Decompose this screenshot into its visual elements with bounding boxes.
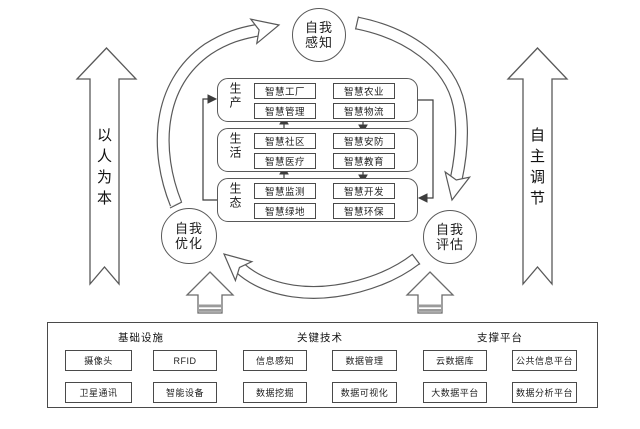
up-arrow-left [185,271,235,314]
section-title-support-platform: 支撑平台 [477,332,523,344]
up-arrow-right [405,271,455,314]
panel-box: RFID [153,350,217,371]
section-key-tech: 信息感知 数据管理 数据挖掘 数据可视化 [243,350,397,403]
node-label-line: 感知 [304,35,333,50]
left-banner-text: 以人为本 [95,127,112,211]
node-self-perception: 自我 感知 [292,8,346,62]
item-box: 智慧社区 [254,133,316,149]
item-box: 智慧绿地 [254,203,316,219]
panel-box: 数据挖掘 [243,382,307,403]
panel-box: 云数据库 [423,350,487,371]
group-label: 生态 [228,182,242,210]
item-box: 智慧物流 [333,103,395,119]
curved-arrow-optimize-to-perceive [156,18,281,209]
node-label-line: 自我 [304,19,333,35]
node-label-line: 自我 [174,220,203,236]
group-label: 生产 [228,82,242,110]
connector-left-loop [202,94,218,201]
panel-box: 数据管理 [332,350,397,371]
panel-box: 大数据平台 [423,382,487,403]
section-title-infrastructure: 基础设施 [118,332,164,344]
node-label-line: 自我 [435,221,464,237]
node-self-evaluation: 自我 评估 [423,210,477,264]
item-box: 智慧开发 [333,183,395,199]
item-box: 智慧工厂 [254,83,316,99]
item-box: 智慧安防 [333,133,395,149]
item-box: 智慧教育 [333,153,395,169]
section-title-key-tech: 关键技术 [297,332,343,344]
node-label-line: 优化 [174,236,203,251]
group-life: 生活 智慧社区 智慧安防 智慧医疗 智慧教育 [217,128,418,172]
panel-box: 卫星通讯 [65,382,132,403]
group-ecology: 生态 智慧监测 智慧开发 智慧绿地 智慧环保 [217,178,418,222]
section-support-platform: 云数据库 公共信息平台 大数据平台 数据分析平台 [423,350,577,403]
panel-box: 信息感知 [243,350,307,371]
curved-arrow-evaluate-to-optimize [222,253,421,299]
right-banner-arrow [506,47,569,286]
connector-right-loop [417,99,434,203]
group-production: 生产 智慧工厂 智慧农业 智慧管理 智慧物流 [217,78,418,122]
item-box: 智慧环保 [333,203,395,219]
panel-box: 智能设备 [153,382,217,403]
item-box: 智慧监测 [254,183,316,199]
panel-box: 摄像头 [65,350,132,371]
right-banner-text: 自主调节 [528,127,545,211]
item-box: 智慧管理 [254,103,316,119]
item-box: 智慧医疗 [254,153,316,169]
item-box: 智慧农业 [333,83,395,99]
section-infrastructure: 摄像头 RFID 卫星通讯 智能设备 [65,350,217,403]
left-banner-arrow [75,47,138,286]
panel-box: 数据可视化 [332,382,397,403]
panel-box: 公共信息平台 [512,350,577,371]
foundation-panel [47,322,598,408]
group-label: 生活 [228,132,242,160]
node-label-line: 评估 [435,237,464,252]
node-self-optimization: 自我 优化 [161,208,217,264]
panel-box: 数据分析平台 [512,382,577,403]
curved-arrow-perceive-to-evaluate [354,16,472,202]
